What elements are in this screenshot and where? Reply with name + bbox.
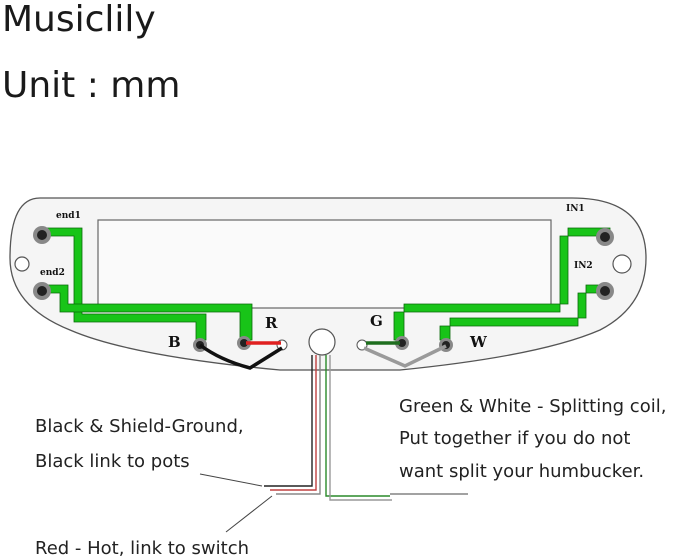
green-note-line2: Put together if you do not xyxy=(399,428,631,449)
black-wire xyxy=(198,343,283,370)
green-note-line3: want split your humbucker. xyxy=(399,461,645,482)
label-in1: IN1 xyxy=(566,204,585,214)
label-r: R xyxy=(265,314,278,332)
black-note-line2: Black link to pots xyxy=(35,451,190,472)
output-cable xyxy=(264,355,392,501)
terminal-r xyxy=(237,336,251,350)
white-wire xyxy=(363,344,447,368)
leader-black-note xyxy=(199,473,263,487)
label-end1: end1 xyxy=(56,211,81,221)
leader-red-note xyxy=(225,495,273,533)
terminal-end2 xyxy=(33,282,51,300)
unit-label: Unit : mm xyxy=(2,65,181,106)
brand-title: Musiclily xyxy=(2,0,156,40)
terminal-g xyxy=(395,336,409,350)
green-note-line1: Green & White - Splitting coil, xyxy=(399,396,667,417)
center-hole xyxy=(308,328,336,356)
black-note-line1: Black & Shield-Ground, xyxy=(35,416,244,437)
terminal-end1 xyxy=(33,226,51,244)
red-note: Red - Hot, link to switch xyxy=(35,538,249,559)
green-traces xyxy=(43,227,611,341)
label-w: W xyxy=(469,333,488,351)
label-b: B xyxy=(168,333,181,351)
label-g: G xyxy=(370,312,383,330)
pole-window xyxy=(97,219,552,309)
mounting-hole-right xyxy=(612,254,632,274)
terminal-in2 xyxy=(596,282,614,300)
label-in2: IN2 xyxy=(574,261,593,271)
label-end2: end2 xyxy=(40,268,65,278)
terminal-in1 xyxy=(596,228,614,246)
mounting-hole-left xyxy=(14,256,30,272)
